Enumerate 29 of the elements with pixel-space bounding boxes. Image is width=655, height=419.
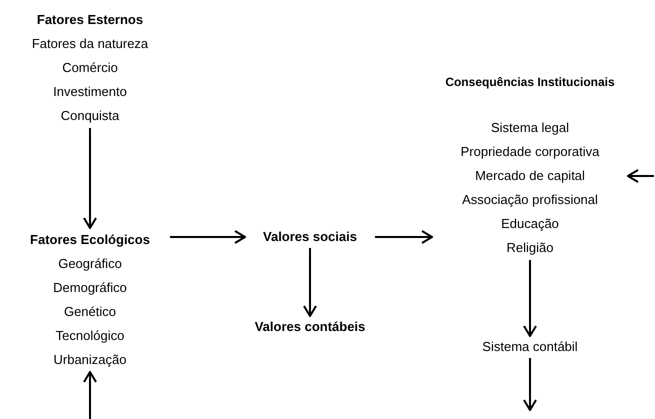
text-label: Valores contábeis <box>245 316 375 338</box>
list-item: Educação <box>501 215 559 233</box>
arrow <box>303 248 317 317</box>
text-label: Sistema contábil <box>460 336 600 358</box>
group-heading: Consequências Institucionais <box>445 74 615 91</box>
list-item: Genético <box>64 303 116 321</box>
list-item: Investimento <box>53 83 127 101</box>
arrow <box>523 260 537 337</box>
list-item: Mercado de capital <box>475 167 585 185</box>
list-item: Fatores da natureza <box>32 35 148 53</box>
arrow <box>170 230 246 244</box>
arrow <box>83 128 97 229</box>
list-item: Conquista <box>60 107 120 125</box>
list-item: Associação profissional <box>462 191 598 209</box>
list-item: Religião <box>506 239 554 257</box>
list-item: Geográfico <box>58 255 122 273</box>
list-item: Sistema legal <box>490 119 570 137</box>
list-item: Urbanização <box>54 351 126 369</box>
list-item: Propriedade corporativa <box>460 143 600 161</box>
list-item: Demográfico <box>53 279 127 297</box>
text-label: Valores sociais <box>245 226 375 248</box>
list-item: Tecnológico <box>56 327 124 345</box>
arrow <box>83 371 97 419</box>
arrow <box>523 358 537 411</box>
group-heading: Fatores Esternos <box>36 11 144 29</box>
list-item: Comércio <box>62 59 118 77</box>
arrow <box>627 169 654 183</box>
arrow <box>375 230 433 244</box>
group-heading: Fatores Ecológicos <box>30 231 150 249</box>
